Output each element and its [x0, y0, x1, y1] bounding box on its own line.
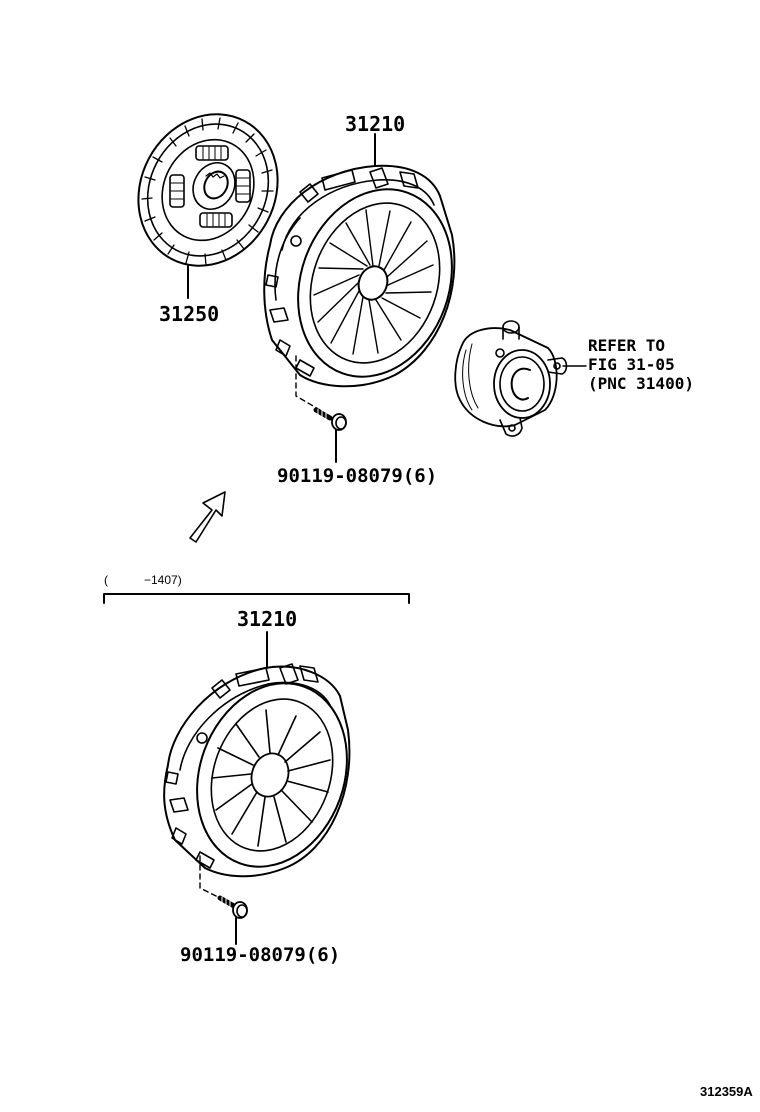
pnc-label-clutch-cover-upper[interactable]: 31210 [345, 112, 406, 136]
reference-line-1: REFER TO [588, 336, 666, 355]
variant-range-end: −1407) [144, 573, 182, 587]
variant-bracket [103, 593, 410, 604]
variant-range-open: ( [104, 573, 108, 587]
pnc-label-bolt-lower[interactable]: 90119-08079(6) [180, 944, 341, 966]
clutch-cover-upper-drawing [263, 133, 456, 411]
reference-line-2: FIG 31-05 [588, 355, 675, 374]
clutch-cover-lower-drawing [163, 631, 351, 901]
pnc-label-clutch-cover-lower[interactable]: 31210 [237, 607, 298, 631]
pnc-label-bolt-upper[interactable]: 90119-08079(6) [277, 465, 438, 487]
direction-arrow [189, 491, 226, 543]
bolt-upper-drawing [313, 407, 347, 463]
clutch-disc-drawing [137, 113, 279, 299]
release-bearing-drawing [454, 320, 587, 437]
reference-line-3: (PNC 31400) [588, 374, 694, 393]
bolt-lower-drawing [217, 895, 248, 945]
figure-id: 312359A [700, 1084, 753, 1099]
pnc-label-clutch-disc[interactable]: 31250 [159, 302, 220, 326]
